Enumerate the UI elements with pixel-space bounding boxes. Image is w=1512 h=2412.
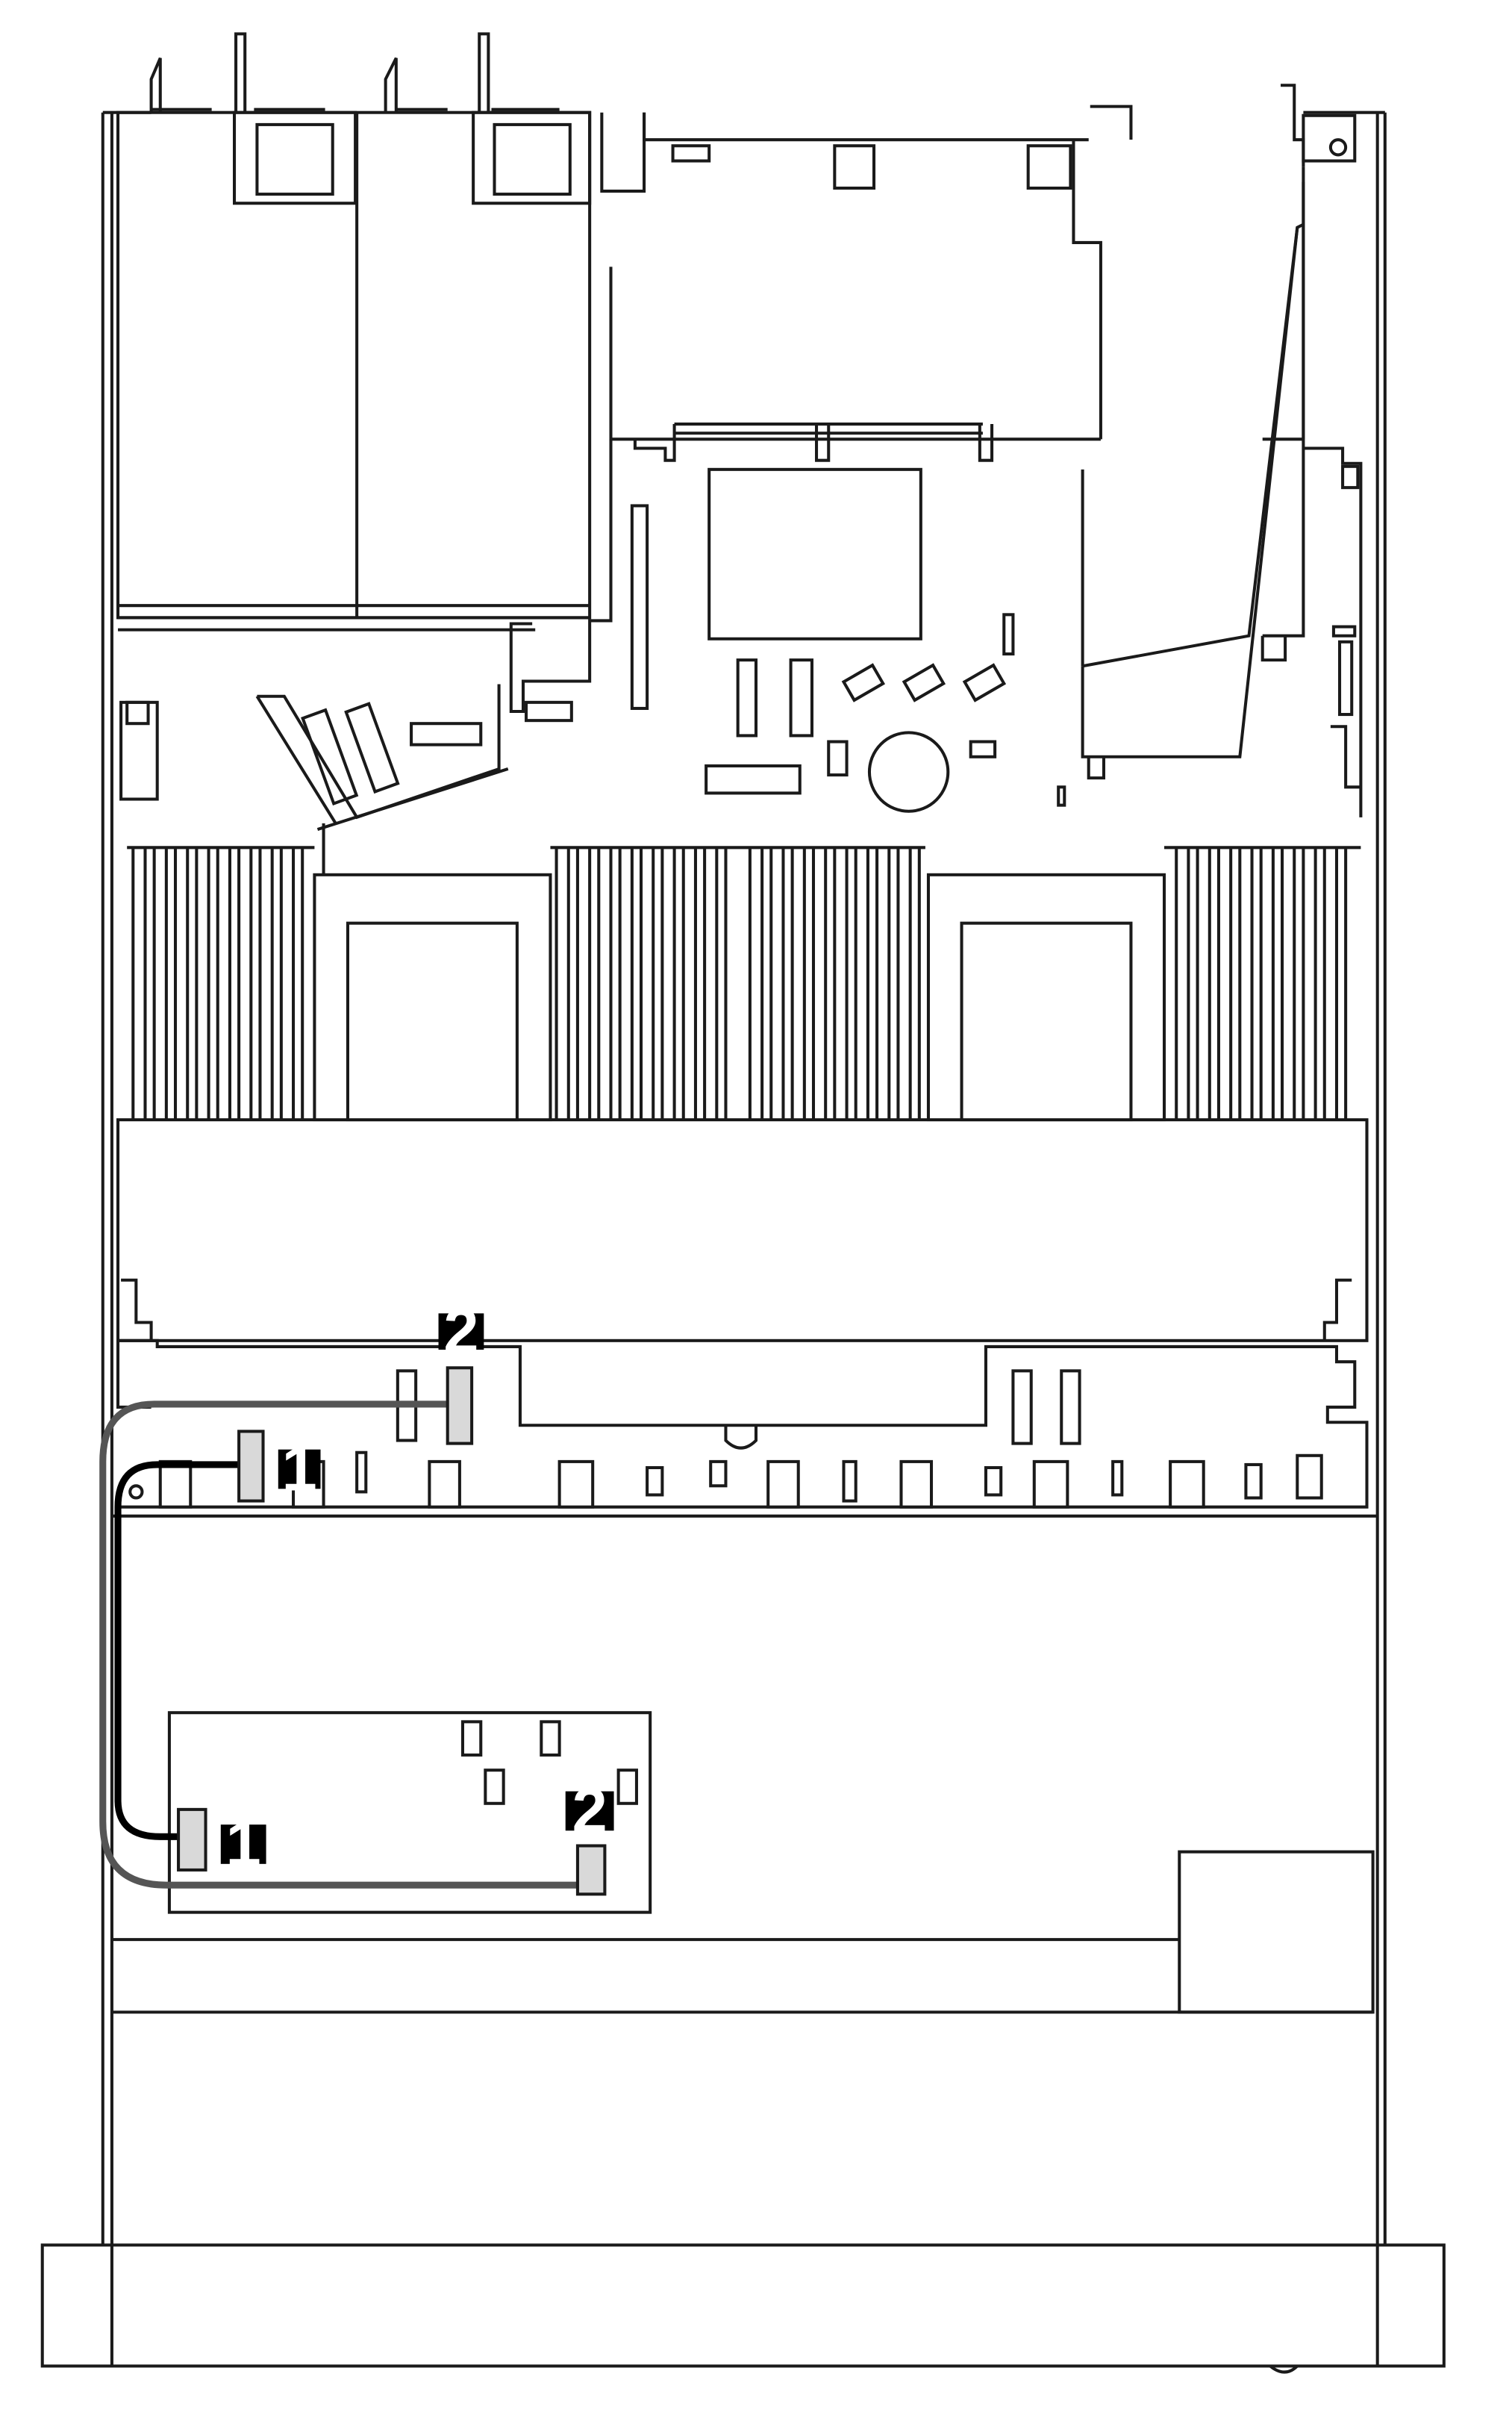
system-board-upper bbox=[410, 423, 1363, 817]
drive-backplane bbox=[111, 1339, 1378, 1518]
cable-2 bbox=[99, 1400, 581, 1889]
svg-text:2: 2 bbox=[443, 1296, 478, 1367]
connector-2-adapter bbox=[575, 1844, 607, 1896]
dimm-and-cpu-area bbox=[127, 846, 1361, 1122]
connector-1-backplane bbox=[237, 1430, 265, 1503]
left-bracket-area bbox=[118, 616, 590, 875]
chassis bbox=[101, 110, 1387, 2246]
cable-connectors bbox=[177, 1366, 607, 1896]
cpu-2 bbox=[926, 873, 1166, 1122]
front-drive-area bbox=[111, 1850, 1375, 2014]
callout-2-bottom: 2 bbox=[565, 1775, 614, 1846]
fan-cage bbox=[116, 1118, 1369, 1342]
raid-adapter bbox=[167, 1711, 652, 1914]
connector-2-backplane bbox=[446, 1366, 474, 1445]
dimm-slots-right bbox=[1175, 847, 1348, 1121]
svg-text:1: 1 bbox=[281, 1434, 316, 1505]
front-bezel bbox=[40, 2243, 1446, 2374]
callout-2-top: 2 bbox=[438, 1296, 484, 1367]
riser-cage bbox=[600, 84, 1357, 780]
backplane-connectors bbox=[158, 1369, 1323, 1509]
power-supply-units bbox=[116, 32, 592, 620]
svg-text:2: 2 bbox=[572, 1775, 607, 1846]
cable-1 bbox=[114, 1461, 240, 1840]
dimm-slots-left bbox=[131, 847, 304, 1121]
callout-1-top: 1 bbox=[278, 1434, 321, 1505]
cables bbox=[99, 1400, 581, 1889]
callout-1-bottom: 1 bbox=[220, 1809, 266, 1880]
cpu-1 bbox=[313, 873, 552, 1122]
dimm-slots-center bbox=[554, 847, 921, 1121]
svg-text:1: 1 bbox=[226, 1809, 261, 1880]
connector-1-adapter bbox=[177, 1807, 207, 1872]
